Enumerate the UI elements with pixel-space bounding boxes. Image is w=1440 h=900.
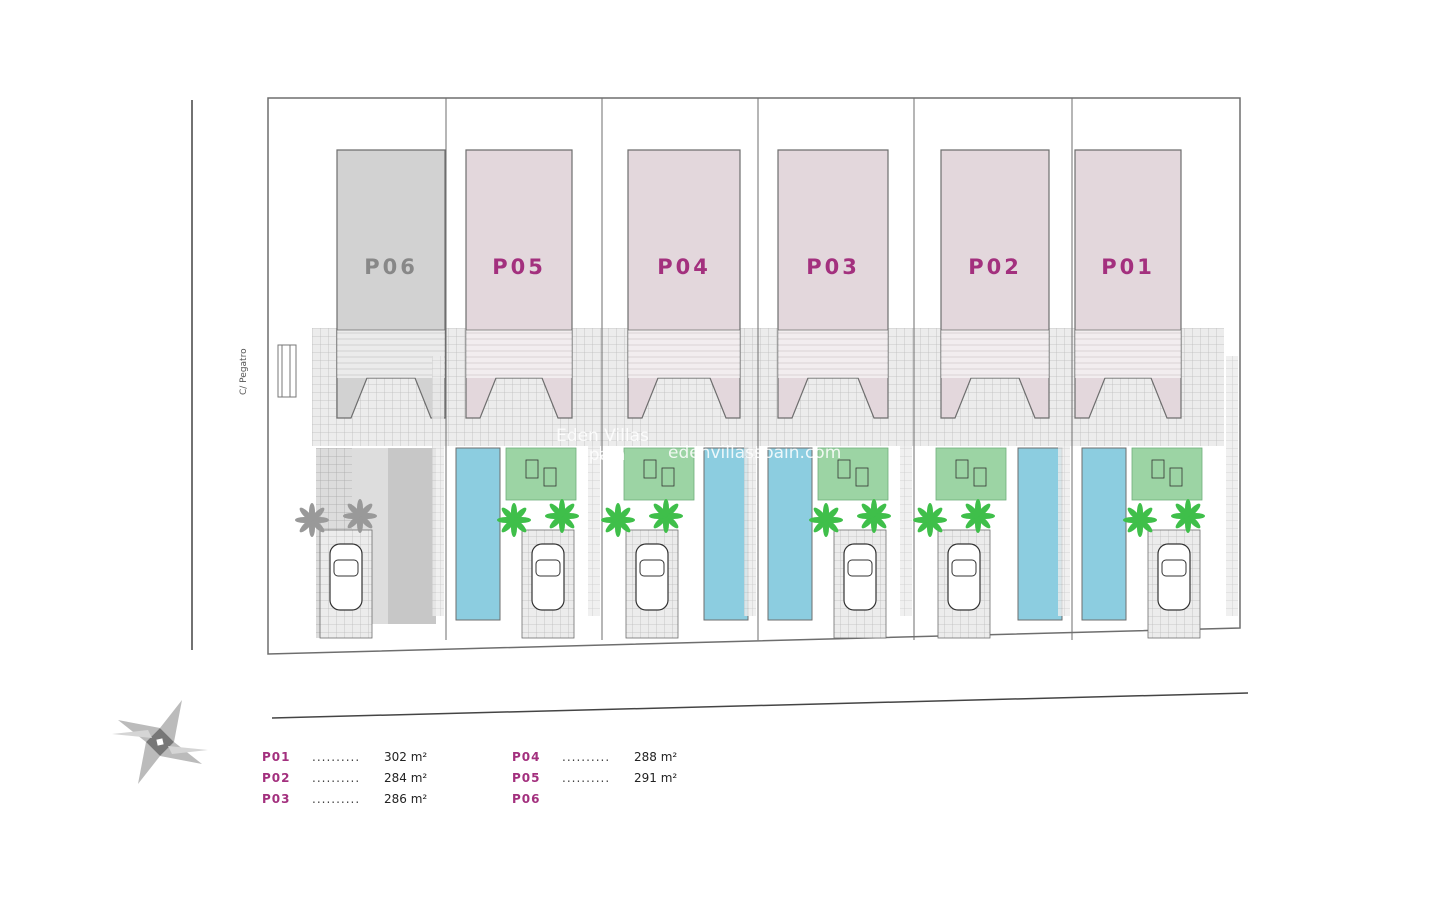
palm-icon <box>961 499 995 533</box>
plot-label: P05 <box>492 255 546 279</box>
pool <box>1017 447 1063 621</box>
legend-code: P05 <box>512 771 541 785</box>
garden <box>505 447 577 501</box>
car-windscreen <box>847 559 873 577</box>
street-line-bottom <box>271 692 1249 719</box>
plot-label: P03 <box>806 255 860 279</box>
legend-code: P03 <box>262 792 291 806</box>
legend-dots: .......... <box>312 771 361 785</box>
pool <box>767 447 813 621</box>
watermark-brand-sub: Spain <box>578 445 626 465</box>
legend-code: P01 <box>262 750 291 764</box>
car-windscreen <box>333 559 359 577</box>
side-path <box>1058 356 1070 616</box>
plot-p06: P06 <box>295 149 446 639</box>
car-icon <box>947 543 981 611</box>
sun-lounger <box>955 459 969 479</box>
palm-icon <box>295 503 329 537</box>
legend-dots: .......... <box>562 750 611 764</box>
sun-lounger <box>543 467 557 487</box>
legend-dots: .......... <box>562 771 611 785</box>
sun-lounger <box>661 467 675 487</box>
plot-label: P04 <box>657 255 711 279</box>
plot-p04: P04 <box>601 98 756 640</box>
car-icon <box>635 543 669 611</box>
legend-area: 302 m² <box>384 750 428 764</box>
palm-icon <box>343 499 377 533</box>
plot-label: P01 <box>1101 255 1155 279</box>
entrance-gate <box>277 344 297 398</box>
car-windscreen <box>951 559 977 577</box>
palm-icon <box>809 503 843 537</box>
garden <box>623 447 695 501</box>
car-icon <box>843 543 877 611</box>
plot-p01: P01 <box>1071 98 1238 640</box>
palm-icon <box>545 499 579 533</box>
palm-icon <box>497 503 531 537</box>
compass-icon <box>112 700 208 784</box>
legend-dots: .......... <box>312 750 361 764</box>
garden <box>1131 447 1203 501</box>
sun-lounger <box>643 459 657 479</box>
terrace <box>628 330 740 378</box>
car-windscreen <box>1161 559 1187 577</box>
terrace <box>466 330 572 378</box>
terrace <box>778 330 888 378</box>
side-path <box>900 356 912 616</box>
watermark-brand: Eden Villas <box>556 426 649 446</box>
street-name-label: C/ Pegatro <box>239 348 249 395</box>
plot-p05: P05 <box>445 98 600 640</box>
car-icon <box>531 543 565 611</box>
car-windscreen <box>535 559 561 577</box>
watermark-url: edenvillasspain.com <box>668 443 841 463</box>
terrace <box>941 330 1049 378</box>
side-path <box>1226 356 1238 616</box>
palm-icon <box>1171 499 1205 533</box>
car-windscreen <box>639 559 665 577</box>
legend-code: P02 <box>262 771 291 785</box>
terrace <box>1075 330 1181 378</box>
palm-icon <box>913 503 947 537</box>
plot-p02: P02 <box>913 98 1070 640</box>
pool <box>1081 447 1127 621</box>
legend-code: P04 <box>512 750 541 764</box>
car-icon <box>329 543 363 611</box>
legend-code: P06 <box>512 792 541 806</box>
pool <box>703 447 749 621</box>
terrace <box>337 330 445 378</box>
plot-label: P06 <box>364 255 418 279</box>
sun-lounger <box>525 459 539 479</box>
sun-lounger <box>973 467 987 487</box>
palm-icon <box>1123 503 1157 537</box>
side-path <box>744 356 756 616</box>
legend-dots: .......... <box>312 792 361 806</box>
sun-lounger <box>837 459 851 479</box>
legend-area: 284 m² <box>384 771 428 785</box>
plot-label: P02 <box>968 255 1022 279</box>
garden <box>817 447 889 501</box>
side-path <box>588 356 600 616</box>
legend-area: 288 m² <box>634 750 678 764</box>
sold-pool <box>388 448 436 624</box>
legend-area: 291 m² <box>634 771 678 785</box>
palm-icon <box>857 499 891 533</box>
pool <box>455 447 501 621</box>
garden <box>935 447 1007 501</box>
palm-icon <box>601 503 635 537</box>
side-path <box>432 356 444 616</box>
sun-lounger <box>1169 467 1183 487</box>
watermark: Eden Villas Spain edenvillasspain.com <box>556 426 841 465</box>
sun-lounger <box>855 467 869 487</box>
plot-p03: P03 <box>757 98 912 640</box>
car-icon <box>1157 543 1191 611</box>
palm-icon <box>649 499 683 533</box>
sun-lounger <box>1151 459 1165 479</box>
legend-area: 286 m² <box>384 792 428 806</box>
